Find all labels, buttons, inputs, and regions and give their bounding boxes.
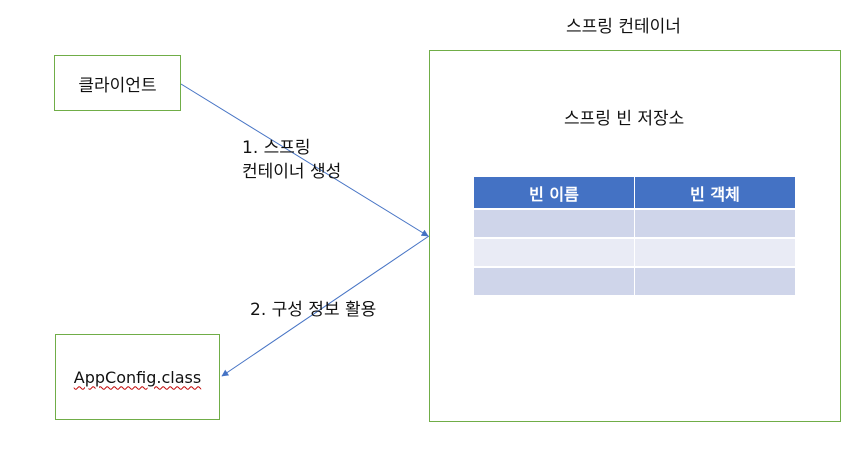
step2-label: 2. 구성 정보 활용 [250,300,377,320]
table-cell [634,208,795,238]
spring-container-title: 스프링 컨테이너 [566,17,681,37]
bean-table: 빈 이름 빈 객체 [474,177,795,295]
table-row [474,266,795,295]
create-container-arrow [180,83,429,237]
use-config-arrow [221,235,430,377]
client-label: 클라이언트 [78,75,157,96]
header-bean-name: 빈 이름 [474,177,635,209]
table-cell [474,237,635,267]
step1-line2: 컨테이너 생성 [242,162,342,182]
table-cell [474,266,635,295]
bean-store-title: 스프링 빈 저장소 [564,109,685,129]
table-cell [634,237,795,267]
table-row [474,208,795,238]
header-bean-object: 빈 객체 [634,177,795,209]
table-cell [474,208,635,238]
bean-table-header: 빈 이름 빈 객체 [474,177,795,209]
table-row [474,237,795,267]
appconfig-box: AppConfig.class [55,334,220,420]
appconfig-label: AppConfig.class [73,367,202,387]
step1-label: 1. 스프링 컨테이너 생성 [242,136,341,184]
client-box: 클라이언트 [54,55,181,111]
table-cell [634,266,795,295]
step1-line1: 1. 스프링 [242,138,311,158]
